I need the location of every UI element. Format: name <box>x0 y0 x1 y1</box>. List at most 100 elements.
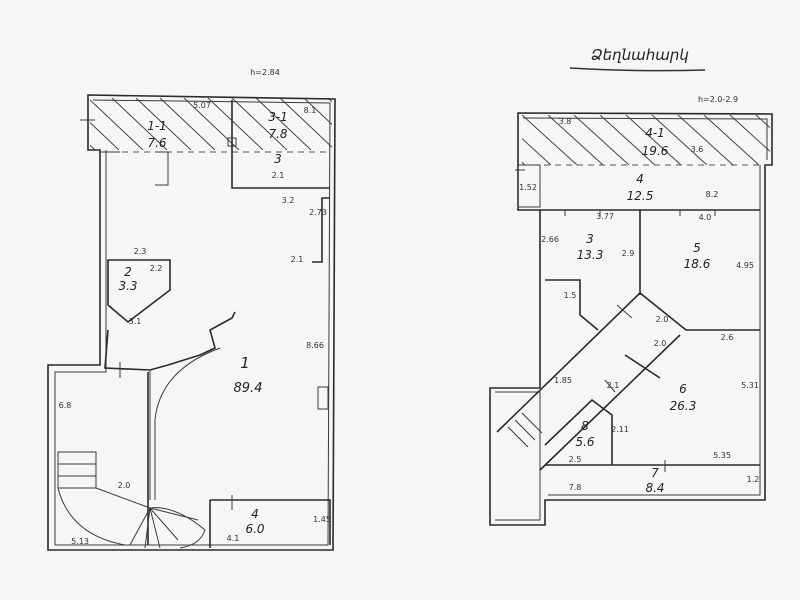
svg-text:1-1: 1-1 <box>147 119 167 133</box>
svg-text:1.45: 1.45 <box>313 515 331 524</box>
hatch-line <box>573 115 630 165</box>
outer-walls <box>47 94 336 551</box>
hatch-line <box>522 115 578 165</box>
room-3-walls <box>231 100 330 189</box>
hatch-line <box>522 161 526 165</box>
hatched-attic-zone <box>522 115 770 165</box>
svg-text:89.4: 89.4 <box>234 381 263 396</box>
svg-text:4-1: 4-1 <box>645 126 665 140</box>
svg-text:4: 4 <box>636 172 644 186</box>
hatch-line <box>90 121 120 150</box>
hatch-line <box>231 98 288 150</box>
hatch-line <box>90 99 144 150</box>
left-floor-plan: h=2.84 1-1 7.6 3-1 7.8 3 2.1 2 3.3 1 89.… <box>47 68 431 551</box>
hatch-line <box>255 98 312 150</box>
svg-text:4.0: 4.0 <box>699 213 712 222</box>
hatch-line <box>703 115 760 165</box>
svg-text:2.2: 2.2 <box>150 264 163 273</box>
plan-title: Ձեղնահարկ <box>591 46 689 64</box>
corridor-lower-walls <box>539 334 681 471</box>
room-labels: 4-1 19.6 4 12.5 3 13.3 5 18.6 6 26.3 8 5… <box>575 126 710 495</box>
svg-text:2.1: 2.1 <box>607 381 620 390</box>
svg-text:2.1: 2.1 <box>272 171 285 180</box>
outer-walls <box>489 112 773 526</box>
svg-text:2.73: 2.73 <box>309 208 327 217</box>
svg-text:13.3: 13.3 <box>577 248 604 262</box>
hatch-line <box>599 115 656 165</box>
svg-text:2.1: 2.1 <box>291 255 304 264</box>
chimney <box>517 164 541 208</box>
svg-text:4: 4 <box>251 507 259 521</box>
hatch-line <box>135 98 192 150</box>
hatch-line <box>677 115 734 165</box>
hatch-line <box>90 144 96 150</box>
room-2-walls <box>107 259 171 324</box>
svg-text:2.3: 2.3 <box>134 247 147 256</box>
svg-text:2.5: 2.5 <box>569 455 582 464</box>
svg-text:2: 2 <box>124 265 132 279</box>
svg-text:2.0: 2.0 <box>118 481 131 490</box>
svg-text:26.3: 26.3 <box>670 399 697 413</box>
hatch-line <box>327 98 332 103</box>
svg-text:2.11: 2.11 <box>611 425 629 434</box>
svg-text:8.2: 8.2 <box>706 190 719 199</box>
svg-text:3-1: 3-1 <box>268 110 288 124</box>
svg-text:2.0: 2.0 <box>656 315 669 324</box>
svg-text:5.07: 5.07 <box>193 101 211 110</box>
room-labels: 1-1 7.6 3-1 7.8 3 2.1 2 3.3 1 89.4 4 6.0 <box>118 110 287 536</box>
svg-text:8.1: 8.1 <box>304 106 317 115</box>
svg-text:12.5: 12.5 <box>627 189 654 203</box>
svg-text:1: 1 <box>240 354 250 372</box>
svg-text:3.2: 3.2 <box>282 196 295 205</box>
hatch-line <box>207 98 264 150</box>
hatched-attic-zone <box>90 98 431 150</box>
hatch-line <box>755 115 770 129</box>
svg-text:3.8: 3.8 <box>559 117 572 126</box>
svg-text:8.66: 8.66 <box>306 341 324 350</box>
hatch-line <box>352 98 407 150</box>
hatch-line <box>625 115 682 165</box>
svg-text:2.66: 2.66 <box>541 235 559 244</box>
hatch-line <box>729 115 770 153</box>
room-4-walls <box>209 499 331 548</box>
hatch-line <box>547 115 604 165</box>
hatch-line <box>376 98 431 150</box>
right-floor-plan: Ձեղնահարկ h=2.0-2.9 4-1 19.6 4 12.5 3 13… <box>489 46 773 526</box>
niche-walls <box>312 197 330 263</box>
svg-text:7.8: 7.8 <box>569 483 582 492</box>
hatch-line <box>651 115 708 165</box>
hatch-line <box>522 137 552 165</box>
svg-text:6.0: 6.0 <box>245 522 264 536</box>
dimension-labels: 3.8 3.6 8.2 3.77 4.0 2.66 2.9 4.95 1.5 2… <box>519 117 759 492</box>
dimension-labels: 5.07 8.1 3.2 2.73 2.1 2.3 2.2 3.1 8.66 6… <box>59 101 331 546</box>
height-note: h=2.0-2.9 <box>698 95 738 104</box>
corridor-upper-wall <box>496 291 760 433</box>
svg-text:3: 3 <box>586 232 594 246</box>
hatch-line <box>159 98 216 150</box>
svg-text:4.95: 4.95 <box>736 261 754 270</box>
svg-text:3.1: 3.1 <box>129 317 142 326</box>
svg-text:2.6: 2.6 <box>721 333 734 342</box>
svg-text:5.13: 5.13 <box>71 537 89 546</box>
height-note: h=2.84 <box>250 68 280 77</box>
svg-text:5.31: 5.31 <box>741 381 759 390</box>
svg-text:3.6: 3.6 <box>691 145 704 154</box>
partition-walls <box>104 311 236 371</box>
hatch-line <box>111 98 168 150</box>
svg-text:1.2: 1.2 <box>747 475 760 484</box>
svg-text:5.35: 5.35 <box>713 451 731 460</box>
title-underline <box>569 67 706 72</box>
svg-text:7: 7 <box>651 466 659 480</box>
spiral-stair <box>57 451 206 549</box>
svg-text:3: 3 <box>274 152 282 166</box>
svg-text:1.52: 1.52 <box>519 183 537 192</box>
svg-text:2.0: 2.0 <box>654 339 667 348</box>
svg-text:7.8: 7.8 <box>268 127 287 141</box>
svg-text:3.77: 3.77 <box>596 212 614 221</box>
svg-text:1.85: 1.85 <box>554 376 572 385</box>
hatch-line <box>183 98 240 150</box>
svg-text:5: 5 <box>693 241 701 255</box>
hatch-line <box>303 98 332 126</box>
svg-text:8: 8 <box>581 419 589 433</box>
